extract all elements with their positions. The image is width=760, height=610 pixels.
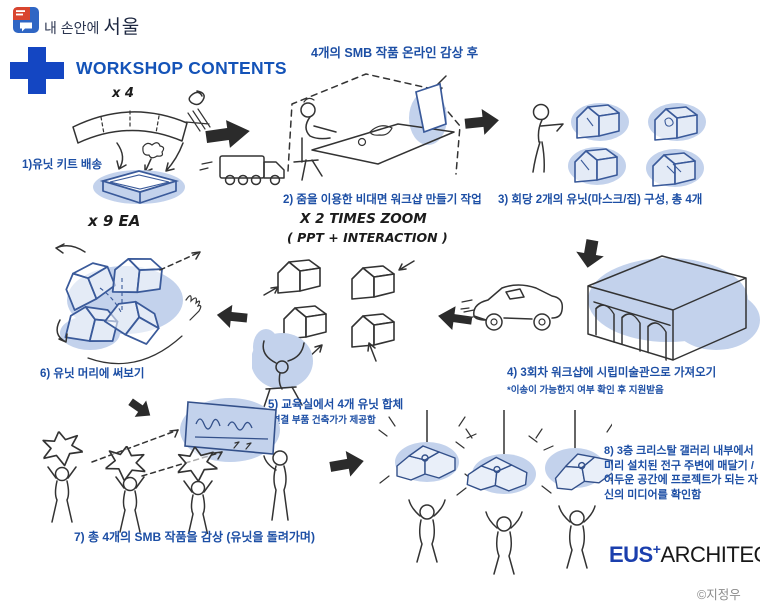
step2-caption: 2) 줌을 이용한 비대면 워크샵 만들기 작업 [283,194,482,206]
copyright-credit: ©지정우 [697,588,741,602]
online-viewing-note: 4개의 SMB 작품 온라인 감상 후 [311,46,479,60]
seoul-app-icon[interactable] [13,7,39,33]
x4-annotation: x 4 [112,86,134,101]
truck-sketch [198,112,308,192]
step6-caption: 6) 유닛 머리에 써보기 [40,368,145,380]
flow-arrow-7-8-icon [326,445,369,483]
site-name-brand: 서울 [103,17,141,38]
two-units-sketch [515,98,750,198]
zoom-note-line2: ( PPT + INTERACTION ) [287,230,448,245]
step3-caption: 3) 회당 2개의 유닛(마스크/집) 구성, 총 4개 [498,194,703,206]
page-title: WORKSHOP CONTENTS [76,58,287,78]
step5-caption: 5) 교육실에서 4개 유닛 합체 [268,399,404,411]
hanging-units-sketch [372,410,612,580]
step4-note: *이송이 가능한지 여부 확인 후 지원받음 [507,385,664,396]
step5-note: *연결 부품 건축가가 제공함 [268,415,376,426]
flow-arrow-2-3-icon [461,104,502,140]
flow-arrow-5-6-icon [214,300,251,332]
site-name-prefix: 내 손안에 [44,20,100,36]
unit-merge-sketch [252,255,432,415]
step8-caption: 8) 3층 크리스탈 갤러리 내부에서 미리 설치된 전구 주변에 매달기 / … [604,445,758,501]
firm-eus: EUS [609,542,653,567]
x9ea-annotation: x 9 EA [88,212,141,230]
museum-transport-sketch [460,238,760,370]
step7-caption: 7) 총 4개의 SMB 작품을 감상 (유닛을 돌려가며) [74,530,315,544]
plus-logo-icon [10,47,64,94]
firm-logo: EUS+ARCHITECTS [609,541,760,568]
step4-caption: 4) 3회차 워크샵에 시립미술관으로 가져오기 [507,367,717,379]
zoom-note-line1: X 2 TIMES ZOOM [300,211,427,227]
firm-architects: ARCHITECTS [660,542,760,567]
zoom-workshop-sketch [278,66,468,196]
firm-plus-icon: + [652,541,661,557]
site-logo[interactable]: 내 손안에 서울 [44,12,140,39]
step1-caption: 1)유닛 키트 배송 [22,159,103,171]
viewing-sketch [30,392,320,534]
unit-kit-sketch [55,85,215,205]
unit-head-sketch [30,238,235,373]
flow-arrow-4-5-icon [418,300,480,334]
